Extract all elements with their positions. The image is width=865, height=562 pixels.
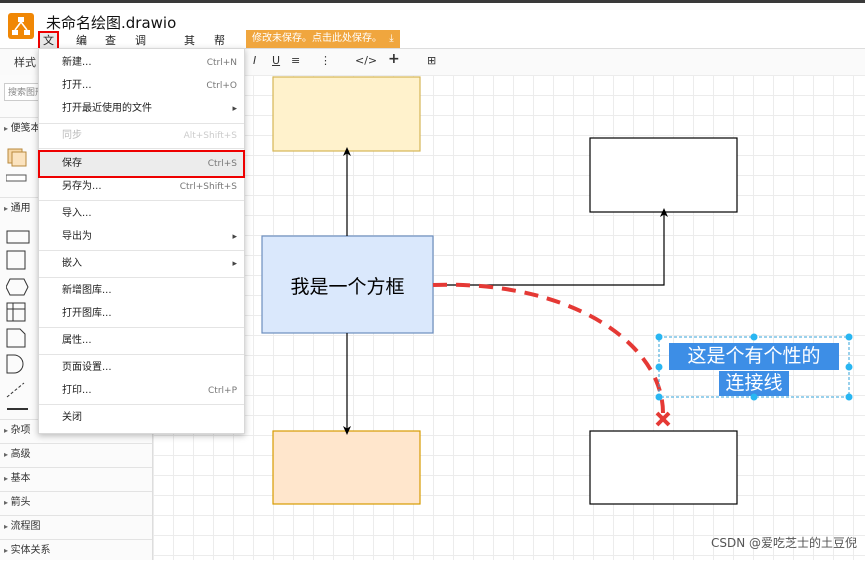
menu-save-as[interactable]: 另存为... Ctrl+Shift+S xyxy=(62,181,237,192)
menu-divider xyxy=(39,277,244,278)
section-advanced[interactable]: 高级 xyxy=(0,443,152,465)
document-title[interactable]: 未命名绘图.drawio xyxy=(46,14,177,32)
menu-file[interactable]: 文件 xyxy=(38,31,59,63)
menu-divider xyxy=(39,250,244,251)
menu-new[interactable]: 新建... Ctrl+N xyxy=(62,57,237,68)
insert-plus-icon[interactable]: + xyxy=(388,51,400,67)
section-entity-relation[interactable]: 实体关系 xyxy=(0,539,152,561)
menu-view[interactable]: 查看 xyxy=(105,34,116,63)
menu-extras[interactable]: 其它 xyxy=(184,34,195,63)
app-header: 未命名绘图.drawio 文件 编辑 查看 调整图形 其它 帮助 修改未保存。点… xyxy=(0,3,865,95)
menu-open-recent[interactable]: 打开最近使用的文件 ▸ xyxy=(39,97,244,121)
menu-arrange[interactable]: 调整图形 xyxy=(135,34,146,95)
menu-import[interactable]: 导入... xyxy=(62,208,92,219)
edge-label-line1[interactable]: 这是个有个性的 xyxy=(687,345,821,367)
section-basic[interactable]: 基本 xyxy=(0,467,152,489)
unsaved-notice-label: 修改未保存。点击此处保存。 xyxy=(252,33,382,44)
menu-embed[interactable]: 嵌入 ▸ xyxy=(39,252,244,276)
menu-divider xyxy=(39,123,244,124)
submenu-arrow-icon: ▸ xyxy=(232,104,237,114)
scratchpad-shapes-icon[interactable] xyxy=(5,147,30,190)
more-format-icon[interactable]: ⋮ xyxy=(320,54,331,67)
edge-label-highlight-2 xyxy=(719,371,789,396)
submenu-arrow-icon: ▸ xyxy=(232,232,237,242)
menu-divider xyxy=(39,404,244,405)
menu-properties[interactable]: 属性... xyxy=(62,335,92,346)
custom-dashed-connector[interactable] xyxy=(432,282,665,414)
right-bottom-box[interactable] xyxy=(589,430,738,505)
window-top-border xyxy=(0,0,865,3)
menu-new-library[interactable]: 新增图库... xyxy=(62,285,112,296)
menu-divider xyxy=(39,354,244,355)
top-box[interactable] xyxy=(272,76,421,152)
edge-label-highlight-1 xyxy=(669,343,839,370)
watermark: CSDN @爱吃芝士的土豆倪 xyxy=(710,536,857,550)
tab-style[interactable]: 样式 xyxy=(14,56,36,69)
cross-end-icon xyxy=(655,411,671,427)
file-menu-dropdown: 新建... Ctrl+N 打开... Ctrl+O 打开最近使用的文件 ▸ 同步… xyxy=(38,48,245,434)
menu-open[interactable]: 打开... Ctrl+O xyxy=(62,80,237,91)
menu-divider xyxy=(39,200,244,201)
edge-center-to-right-top[interactable] xyxy=(433,208,668,286)
edge-label-line2[interactable]: 连接线 xyxy=(725,372,783,394)
menu-page-setup[interactable]: 页面设置... xyxy=(62,362,112,373)
section-arrows[interactable]: 箭头 xyxy=(0,491,152,513)
menu-save[interactable]: 保存 Ctrl+S xyxy=(38,150,245,178)
center-box[interactable] xyxy=(261,235,434,334)
submenu-arrow-icon: ▸ xyxy=(232,259,237,269)
align-icon[interactable]: ≡ xyxy=(291,54,301,67)
general-shapes-icon[interactable] xyxy=(5,227,36,420)
html-icon[interactable]: </> xyxy=(355,54,378,67)
right-top-box[interactable] xyxy=(589,137,738,213)
menu-sync: 同步 Alt+Shift+S xyxy=(62,130,237,141)
menu-divider xyxy=(39,327,244,328)
bottom-box[interactable] xyxy=(272,430,421,505)
save-download-icon: ⤓ xyxy=(389,33,394,44)
menu-open-library[interactable]: 打开图库... xyxy=(62,308,112,319)
underline-button[interactable]: U xyxy=(272,54,281,67)
unsaved-notice-button[interactable]: 修改未保存。点击此处保存。 ⤓ xyxy=(246,30,400,48)
menu-help[interactable]: 帮助 xyxy=(214,34,225,63)
menu-export-as[interactable]: 导出为 ▸ xyxy=(39,225,244,249)
selection-handles[interactable] xyxy=(655,333,853,401)
menu-edit[interactable]: 编辑 xyxy=(76,34,87,63)
diagram-canvas[interactable]: 我是一个方框 这是个有个性的 连接线 xyxy=(153,75,865,560)
table-icon[interactable]: ⊞ xyxy=(427,54,437,67)
drawio-logo-icon xyxy=(8,13,34,39)
section-flowchart[interactable]: 流程图 xyxy=(0,515,152,537)
menu-divider xyxy=(39,148,244,149)
center-box-label: 我是一个方框 xyxy=(290,276,405,298)
italic-button[interactable]: I xyxy=(253,54,257,67)
menu-print[interactable]: 打印... Ctrl+P xyxy=(62,385,237,396)
menu-close[interactable]: 关闭 xyxy=(62,412,82,423)
